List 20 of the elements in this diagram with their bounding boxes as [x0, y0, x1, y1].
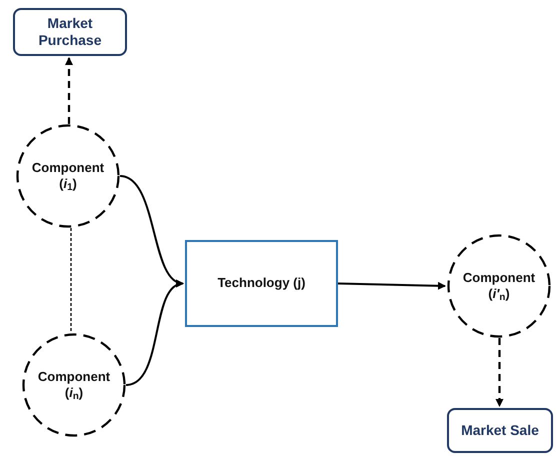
- node-label: Component: [38, 368, 110, 385]
- node-label: Component: [462, 270, 536, 286]
- node-label: (i′$_{n}$): [488, 286, 510, 302]
- node-label: Market Purchase: [37, 14, 103, 50]
- node-label: Technology (j): [218, 275, 306, 292]
- arrow: [496, 338, 504, 407]
- dashed-circle: [22, 333, 126, 437]
- node-label: (i$_{n}$): [64, 385, 84, 402]
- dashed-circle: [447, 234, 551, 338]
- node-label: Component: [32, 160, 104, 176]
- node-label: (i$_{1}$): [59, 176, 77, 192]
- arrow: [338, 282, 446, 290]
- connector-line: [70, 228, 72, 331]
- arrow: [126, 281, 184, 386]
- arrow: [65, 57, 73, 124]
- rounded-box: [13, 8, 127, 56]
- node-label: Market Sale: [461, 422, 539, 440]
- process-box: [185, 240, 338, 327]
- rounded-box: [447, 408, 553, 453]
- dashed-circle: [16, 124, 120, 228]
